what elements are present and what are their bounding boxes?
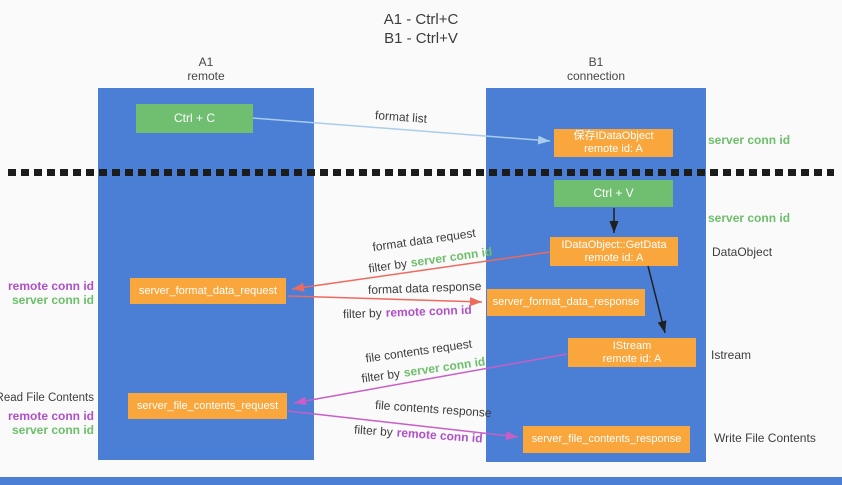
- node-save-idataobject: 保存IDataObject remote id: A: [554, 129, 673, 157]
- bottom-bar: [0, 477, 842, 485]
- node-format-request-label: server_format_data_request: [138, 284, 278, 297]
- filter-by-text: filter by: [342, 305, 382, 322]
- side-label-dataobject: DataObject: [712, 245, 773, 259]
- side-label-server-conn-id-mid: server conn id: [708, 211, 791, 225]
- left-remote-conn-id-2: remote conn id: [7, 409, 94, 423]
- node-file-request-label: server_file_contents_request: [136, 399, 279, 412]
- node-getdata-line2: remote id: A: [584, 251, 644, 264]
- left-read-file-contents: Read File Contents: [0, 392, 94, 404]
- node-istream-line1: IStream: [612, 339, 652, 352]
- side-label-istream: Istream: [711, 348, 752, 362]
- node-istream: IStream remote id: A: [568, 338, 696, 367]
- left-remote-conn-id-1: remote conn id: [7, 279, 94, 293]
- title-line-1: A1 - Ctrl+C: [383, 11, 459, 28]
- node-ctrl-c: Ctrl + C: [136, 104, 253, 133]
- node-ctrl-v-label: Ctrl + V: [593, 186, 634, 200]
- arrow-file-contents-request: [293, 353, 568, 406]
- node-save-idataobject-line1: 保存IDataObject: [573, 130, 654, 142]
- side-label-server-conn-id-top: server conn id: [708, 133, 791, 147]
- node-server-format-data-response: server_format_data_response: [487, 289, 645, 316]
- remote-conn-id-text: remote conn id: [385, 302, 472, 320]
- lane-a1-name: A1: [198, 55, 214, 69]
- lane-header-b1: B1 connection: [486, 55, 706, 83]
- node-server-file-contents-request: server_file_contents_request: [128, 393, 287, 419]
- node-istream-line2: remote id: A: [602, 352, 662, 365]
- node-server-format-data-request: server_format_data_request: [130, 278, 286, 304]
- arrow-format-data-request: [291, 251, 551, 292]
- left-labels-file-phase: Read File Contents remote conn id server…: [0, 391, 94, 437]
- diagram-title: A1 - Ctrl+C B1 - Ctrl+V: [0, 10, 842, 48]
- lane-a1-role: remote: [187, 69, 225, 83]
- side-label-write-file-contents: Write File Contents: [714, 431, 816, 445]
- node-file-response-label: server_file_contents_response: [531, 433, 682, 445]
- lane-b1-name: B1: [588, 55, 604, 69]
- node-idataobject-getdata: IDataObject::GetData remote id: A: [550, 237, 678, 266]
- left-server-conn-id-2: server conn id: [11, 423, 94, 437]
- phase-separator-dotted-line: [8, 169, 834, 176]
- left-labels-format-phase: remote conn id server conn id: [8, 279, 94, 307]
- node-server-file-contents-response: server_file_contents_response: [523, 426, 690, 453]
- node-getdata-line1: IDataObject::GetData: [561, 238, 667, 251]
- node-format-response-label: server_format_data_response: [492, 296, 640, 308]
- arrow-format-list: [252, 117, 551, 145]
- title-line-2: B1 - Ctrl+V: [384, 30, 458, 47]
- arrow-getdata-to-istream: [647, 265, 667, 334]
- node-ctrl-v: Ctrl + V: [554, 180, 673, 207]
- filter-by-text: filter by: [353, 422, 394, 440]
- arrow-format-data-response: [287, 295, 483, 307]
- lane-b1-role: connection: [566, 69, 626, 83]
- arrow-file-contents-response: [287, 410, 519, 441]
- node-save-idataobject-line2: remote id: A: [584, 143, 643, 155]
- lane-header-a1: A1 remote: [98, 55, 314, 83]
- left-server-conn-id-1: server conn id: [11, 293, 94, 307]
- node-ctrl-c-label: Ctrl + C: [173, 111, 215, 125]
